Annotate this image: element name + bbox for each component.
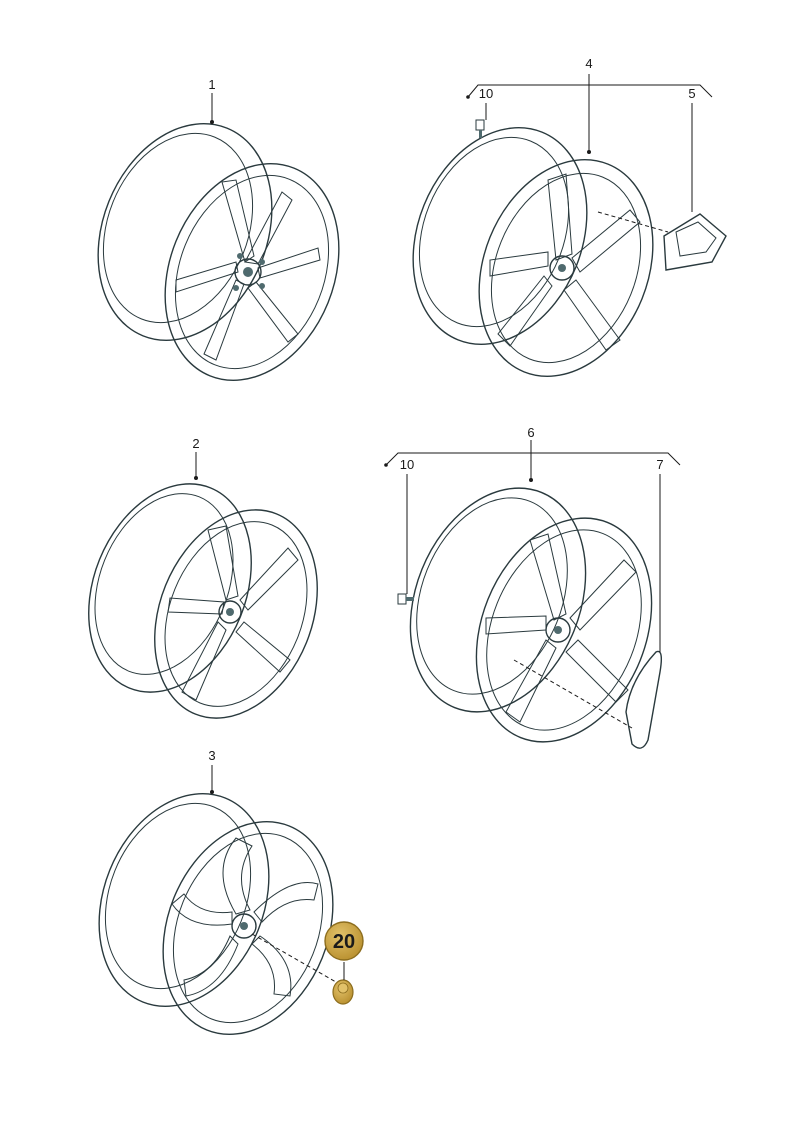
callout-10-top: 10 — [479, 86, 493, 101]
callout-3: 3 — [208, 748, 215, 763]
callout-10-bottom: 10 — [400, 457, 414, 472]
callout-4: 4 — [585, 56, 592, 71]
callout-5: 5 — [688, 86, 695, 101]
wheel-rim-turbine[interactable] — [69, 768, 364, 1060]
badge-label: 20 — [333, 931, 355, 953]
wheel-rim-aero-with-cover[interactable] — [379, 462, 684, 769]
valve-cap[interactable] — [332, 979, 354, 1005]
callout-2: 2 — [192, 436, 199, 451]
aero-insert[interactable] — [663, 213, 727, 271]
callout-6: 6 — [527, 425, 534, 440]
wheel-rim-aero-with-insert[interactable] — [382, 101, 684, 402]
insert-screw-lower[interactable] — [397, 593, 414, 605]
part-badge-20[interactable]: 20 — [324, 921, 364, 961]
insert-screw[interactable] — [475, 119, 485, 138]
aero-cover[interactable] — [625, 650, 663, 749]
callout-7: 7 — [656, 457, 663, 472]
wheel-rim-five-spoke[interactable] — [59, 459, 347, 742]
callout-1: 1 — [208, 77, 215, 92]
wheel-rim-y-spoke[interactable] — [67, 97, 370, 406]
